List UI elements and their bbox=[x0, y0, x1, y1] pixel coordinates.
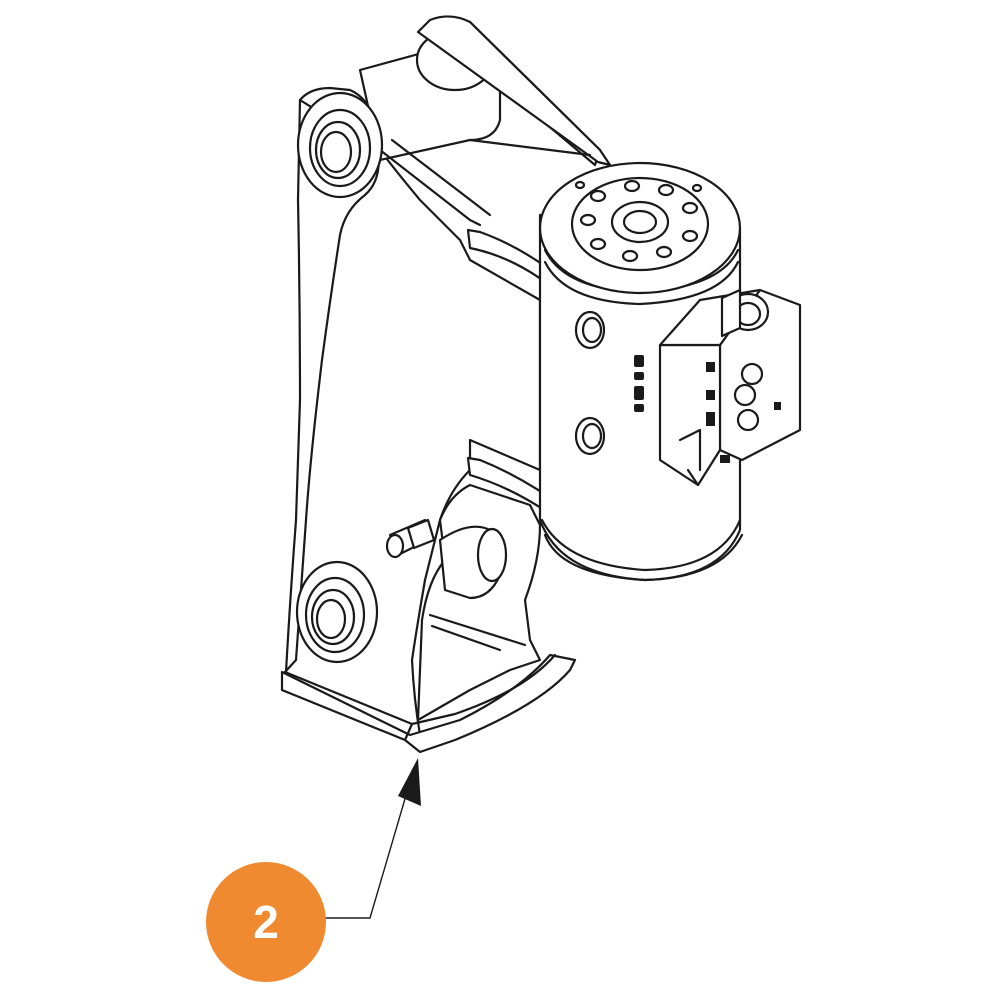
valve-block bbox=[658, 288, 802, 487]
leader-line bbox=[324, 774, 413, 919]
cylinder-side-ports bbox=[574, 310, 689, 456]
grease-nipple bbox=[385, 518, 436, 559]
top-pivot-boss bbox=[296, 91, 384, 199]
leader-arrowhead bbox=[398, 758, 421, 806]
callout-badge bbox=[206, 862, 326, 982]
base-foot-plate bbox=[280, 483, 577, 754]
callout-number: 2 bbox=[253, 896, 279, 948]
callout-2: 2 bbox=[206, 758, 421, 982]
bottom-pivot-boss bbox=[295, 560, 379, 664]
top-face-bolt-holes bbox=[574, 179, 703, 263]
